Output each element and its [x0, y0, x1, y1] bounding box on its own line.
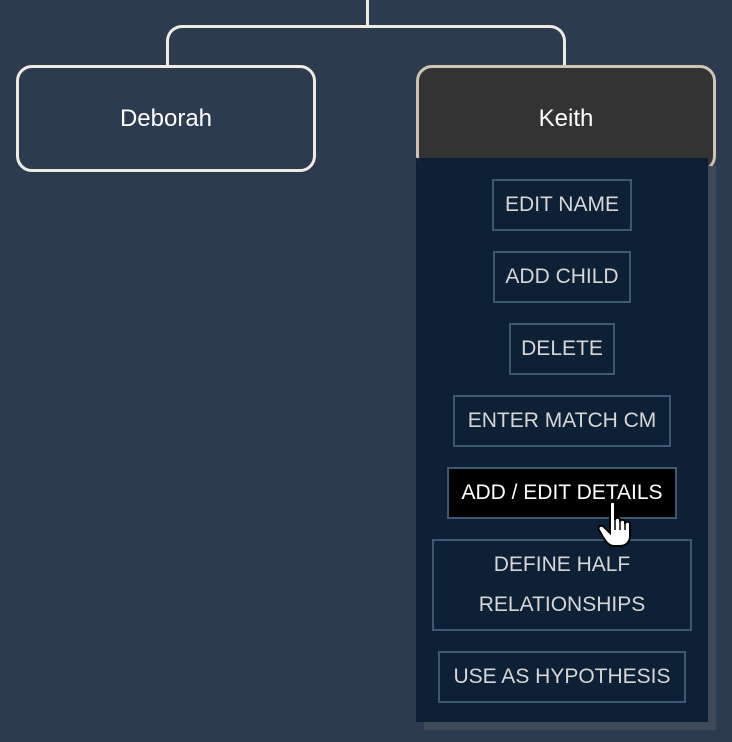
- tree-node-keith[interactable]: Keith: [416, 65, 716, 172]
- parent-connector-line: [366, 0, 369, 27]
- enter-match-cm-button[interactable]: ENTER MATCH CM: [453, 395, 671, 447]
- edit-name-button[interactable]: EDIT NAME: [492, 179, 632, 231]
- delete-button[interactable]: DELETE: [509, 323, 615, 375]
- hand-pointer-icon: [597, 500, 631, 547]
- sibling-connector: [166, 25, 566, 67]
- add-child-button[interactable]: ADD CHILD: [493, 251, 631, 303]
- node-label: Deborah: [119, 104, 213, 132]
- add-edit-details-button[interactable]: ADD / EDIT DETAILS: [447, 467, 677, 519]
- define-half-relationships-button[interactable]: DEFINE HALF RELATIONSHIPS: [432, 539, 692, 631]
- use-as-hypothesis-button[interactable]: USE AS HYPOTHESIS: [438, 651, 686, 703]
- node-label: Keith: [538, 104, 594, 132]
- context-menu: EDIT NAME ADD CHILD DELETE ENTER MATCH C…: [416, 158, 708, 722]
- tree-node-deborah[interactable]: Deborah: [16, 65, 316, 172]
